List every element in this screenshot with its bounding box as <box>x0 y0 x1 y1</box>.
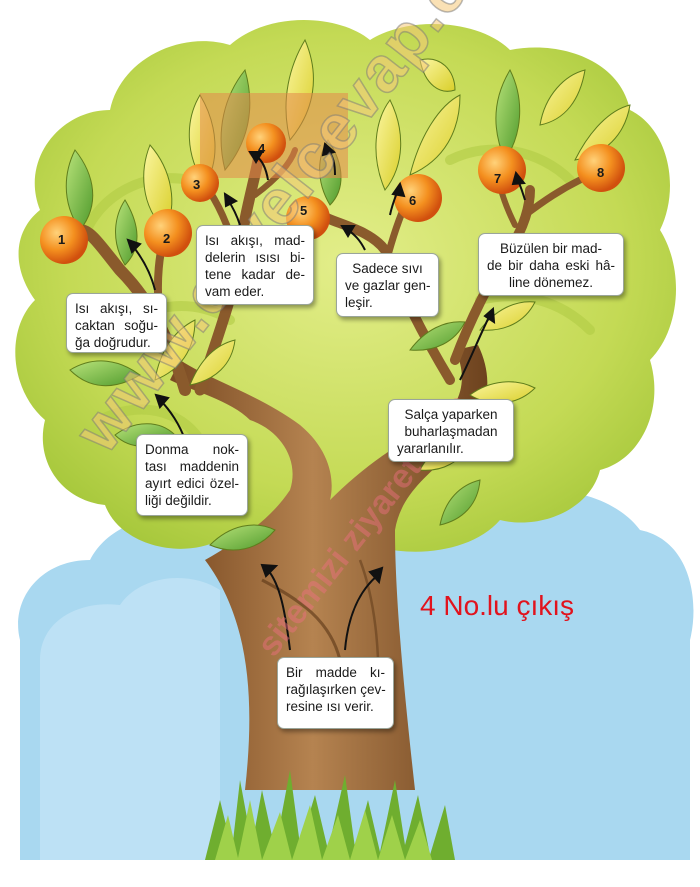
statement-7-line-1: Bir madde kı- <box>286 665 385 680</box>
statement-3-line-2: ve gazlar gen- <box>345 278 431 293</box>
fruit-1: 1 <box>40 216 88 264</box>
fruit-4-label: 4 <box>258 141 266 156</box>
statement-box-7: Bir madde kı- rağılaşırken çev- resine ı… <box>277 657 394 729</box>
statement-3-line-1: Sadece sıvı <box>352 261 423 276</box>
statement-6-line-4: liği değildir. <box>145 493 212 508</box>
statement-6-line-1: Donma nok- <box>145 442 239 457</box>
statement-box-1: Isı akışı, sı- caktan soğu- ğa doğrudur. <box>66 293 167 353</box>
statement-box-3: Sadece sıvı ve gazlar gen- leşir. <box>336 253 439 317</box>
fruit-3-label: 3 <box>193 177 200 192</box>
statement-5-line-1: Salça yaparken <box>404 407 498 422</box>
grass <box>205 770 455 860</box>
exit-title: 4 No.lu çıkış <box>420 590 575 621</box>
path-arrows <box>126 142 526 651</box>
statement-4-line-1: Büzülen bir mad- <box>499 241 603 256</box>
statement-2-line-2: delerin ısısı bi- <box>205 250 305 265</box>
statement-1-line-1: Isı akışı, sı- <box>75 301 158 316</box>
statement-box-2: Isı akışı, mad- delerin ısısı bi- tene k… <box>196 225 314 305</box>
fruit-7-label: 7 <box>494 171 501 186</box>
statement-box-4: Büzülen bir mad- de bir daha eski hâ- li… <box>478 233 624 296</box>
statement-2-line-4: vam eder. <box>205 284 265 299</box>
statement-4-line-2: de bir daha eski hâ- <box>487 258 615 273</box>
fruit-1-label: 1 <box>58 232 65 247</box>
fruit-7: 7 <box>478 146 526 194</box>
statement-6-line-2: tası maddenin <box>145 459 239 474</box>
statement-4-line-3: line dönemez. <box>508 275 594 290</box>
statement-6-line-3: ayırt edici özel- <box>145 476 239 491</box>
fruit-6-label: 6 <box>409 193 416 208</box>
statement-1-line-3: ğa doğrudur. <box>75 335 151 350</box>
statement-1-line-2: caktan soğu- <box>75 318 158 333</box>
statement-3-line-3: leşir. <box>345 295 373 310</box>
fruit-8: 8 <box>577 144 625 192</box>
statement-5-line-2: buharlaşmadan <box>404 424 498 439</box>
statement-2-line-3: tene kadar de- <box>205 267 305 282</box>
fruit-6: 6 <box>394 174 442 222</box>
fruit-3: 3 <box>181 164 219 202</box>
fruit-2: 2 <box>144 209 192 257</box>
statement-5-line-3: yararlanılır. <box>397 441 464 456</box>
statement-2-line-1: Isı akışı, mad- <box>205 233 305 248</box>
fruit-2-label: 2 <box>163 231 170 246</box>
fruit-8-label: 8 <box>597 165 604 180</box>
statement-box-6: Donma nok- tası maddenin ayırt edici öze… <box>136 434 248 516</box>
fruit-5-label: 5 <box>300 203 307 218</box>
statement-7-line-2: rağılaşırken çev- <box>286 682 386 697</box>
statement-7-line-3: resine ısı verir. <box>286 699 374 714</box>
statement-box-5: Salça yaparken buharlaşmadan yararlanılı… <box>388 399 514 462</box>
